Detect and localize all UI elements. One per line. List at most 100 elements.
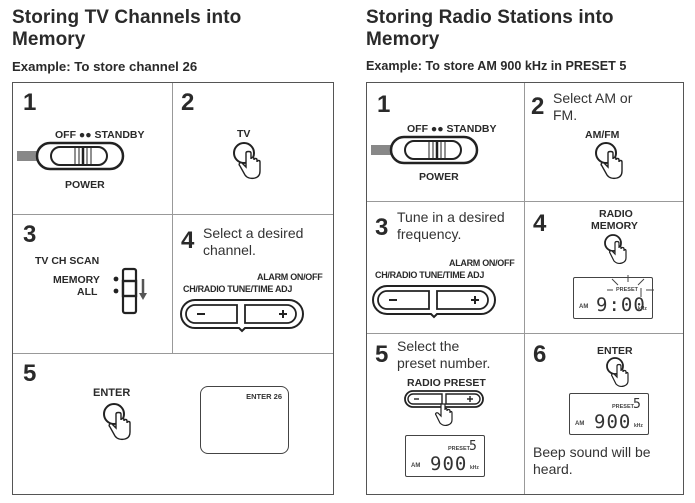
step-instruction: Select a desired channel. [203,225,303,259]
step-text-line: frequency. [397,226,462,242]
step-text-line: Select AM or [553,90,633,106]
tv-title-line2: Memory [12,29,86,50]
lcd-band: AM [579,304,589,310]
radio-lcd-display: PRESET 5 AM 900 kHz [405,435,485,477]
tune-rocker-button-icon[interactable] [180,298,304,333]
tv-ch-scan-switch-icon[interactable] [113,267,153,323]
tv-step-5: 5 ENTER ENTER 26 [13,354,333,494]
step-instruction: Tune in a desired frequency. [397,209,505,243]
lcd-preset-number: 5 [469,439,477,454]
step-number: 5 [375,341,389,368]
step-number: 3 [375,214,389,241]
divider [367,201,683,202]
divider [13,353,333,354]
radio-step-6: 6 ENTER PRESET 5 AM 900 kHz Beep sound w… [525,334,683,494]
tv-step-3: 3 TV CH SCAN MEMORY ALL [13,215,172,353]
enter-button-press-icon[interactable] [101,402,137,444]
alarm-on-off-label: ALARM ON/OFF [257,272,323,282]
step-text-line: Tune in a desired [397,209,505,225]
tv-step-2: 2 TV [173,83,333,214]
tv-step-4: 4 Select a desired channel. ALARM ON/OFF… [173,215,333,353]
lcd-unit: kHz [470,465,479,471]
radio-steps-grid: 1 OFF ●● STANDBY POWER 2 Select AM or FM… [366,82,684,495]
step-number: 4 [533,210,547,237]
power-switch-label-bottom: POWER [65,179,105,191]
radio-section: Storing Radio Stations into Memory Examp… [366,0,684,495]
lcd-frequency: 900 [430,453,468,475]
power-switch-label-top: OFF ●● STANDBY [55,129,145,141]
power-switch-icon[interactable] [371,133,481,173]
ch-radio-tune-label: CH/RADIO TUNE/TIME ADJ [375,270,485,280]
lcd-frequency: 9:00 [596,294,646,316]
power-switch-icon[interactable] [17,139,127,179]
step-text-line: channel. [203,242,256,258]
step-number: 1 [377,91,391,118]
radio-memory-label-line1: RADIO [599,208,633,220]
radio-memory-label-line2: MEMORY [591,220,638,232]
step-text-line: Beep sound will be [533,444,651,460]
step-number: 4 [181,227,195,254]
power-switch-label-top: OFF ●● STANDBY [407,123,497,135]
lcd-frequency: 900 [594,411,632,433]
step-text-line: Select the [397,338,460,354]
ch-radio-tune-label: CH/RADIO TUNE/TIME ADJ [183,284,293,294]
step-number: 6 [533,341,547,368]
radio-preset-label: RADIO PRESET [407,377,486,389]
all-option-label: ALL [77,286,98,298]
step-number: 3 [23,221,37,248]
divider [13,214,333,215]
enter-button-press-icon[interactable] [605,357,635,393]
blink-indicator-icon [607,275,654,297]
radio-step-4: 4 RADIO MEMORY PRESET AM 9:00 kHz [525,202,683,333]
lcd-unit: kHz [634,423,643,429]
tv-step-1: 1 OFF ●● STANDBY POWER [13,83,172,214]
radio-section-title: Storing Radio Stations into Memory [366,7,684,51]
radio-step-5: 5 Select the preset number. RADIO PRESET… [367,334,524,494]
tv-button-press-icon[interactable] [231,141,267,183]
step-text-line: Select a desired [203,225,304,241]
radio-title-line1: Storing Radio Stations into [366,7,614,28]
radio-step-2: 2 Select AM or FM. AM/FM [525,83,683,201]
step-instruction: Select the preset number. [397,338,490,372]
divider [524,83,525,494]
radio-lcd-display: PRESET 5 AM 900 kHz [569,393,649,435]
tune-rocker-button-icon[interactable] [372,284,496,319]
lcd-band: AM [575,421,585,427]
am-fm-button-label: AM/FM [585,129,620,141]
divider [367,333,683,334]
radio-step-3: 3 Tune in a desired frequency. ALARM ON/… [367,202,524,333]
divider [172,83,173,353]
step-number: 2 [181,89,195,116]
tv-screen: ENTER 26 [200,386,289,454]
tv-screen-osd-text: ENTER 26 [246,392,282,401]
radio-step-1: 1 OFF ●● STANDBY POWER [367,83,524,201]
radio-example: Example: To store AM 900 kHz in PRESET 5 [366,59,627,73]
tv-button-label: TV [237,128,251,140]
memory-option-label: MEMORY [53,274,100,286]
step-number: 5 [23,360,37,387]
tv-section-title: Storing TV Channels into Memory [12,7,334,51]
lcd-preset-number: 5 [633,397,641,412]
lcd-preset-label: PRESET [612,404,635,410]
step-instruction: Select AM or FM. [553,90,632,124]
enter-button-label: ENTER [93,387,131,399]
tv-example: Example: To store channel 26 [12,59,198,74]
step-number: 1 [23,89,37,116]
lcd-preset-label: PRESET [448,446,471,452]
radio-memory-button-press-icon[interactable] [603,234,633,270]
radio-preset-rocker-press-icon[interactable] [404,390,485,434]
step-instruction: Beep sound will be heard. [533,444,651,478]
power-switch-label-bottom: POWER [419,171,459,183]
radio-title-line2: Memory [366,29,440,50]
tv-title-line1: Storing TV Channels into [12,7,242,28]
step-number: 2 [531,93,545,120]
lcd-preset-label: PRESET [616,287,639,293]
step-text-line: heard. [533,461,573,477]
radio-lcd-display: PRESET AM 9:00 kHz [573,275,654,319]
lcd-unit: kHz [638,306,647,312]
step-text-line: preset number. [397,355,491,371]
step-text-line: FM. [553,107,578,123]
tv-section: Storing TV Channels into Memory Example:… [12,0,334,495]
am-fm-button-press-icon[interactable] [593,141,629,183]
tv-ch-scan-label: TV CH SCAN [35,255,100,267]
